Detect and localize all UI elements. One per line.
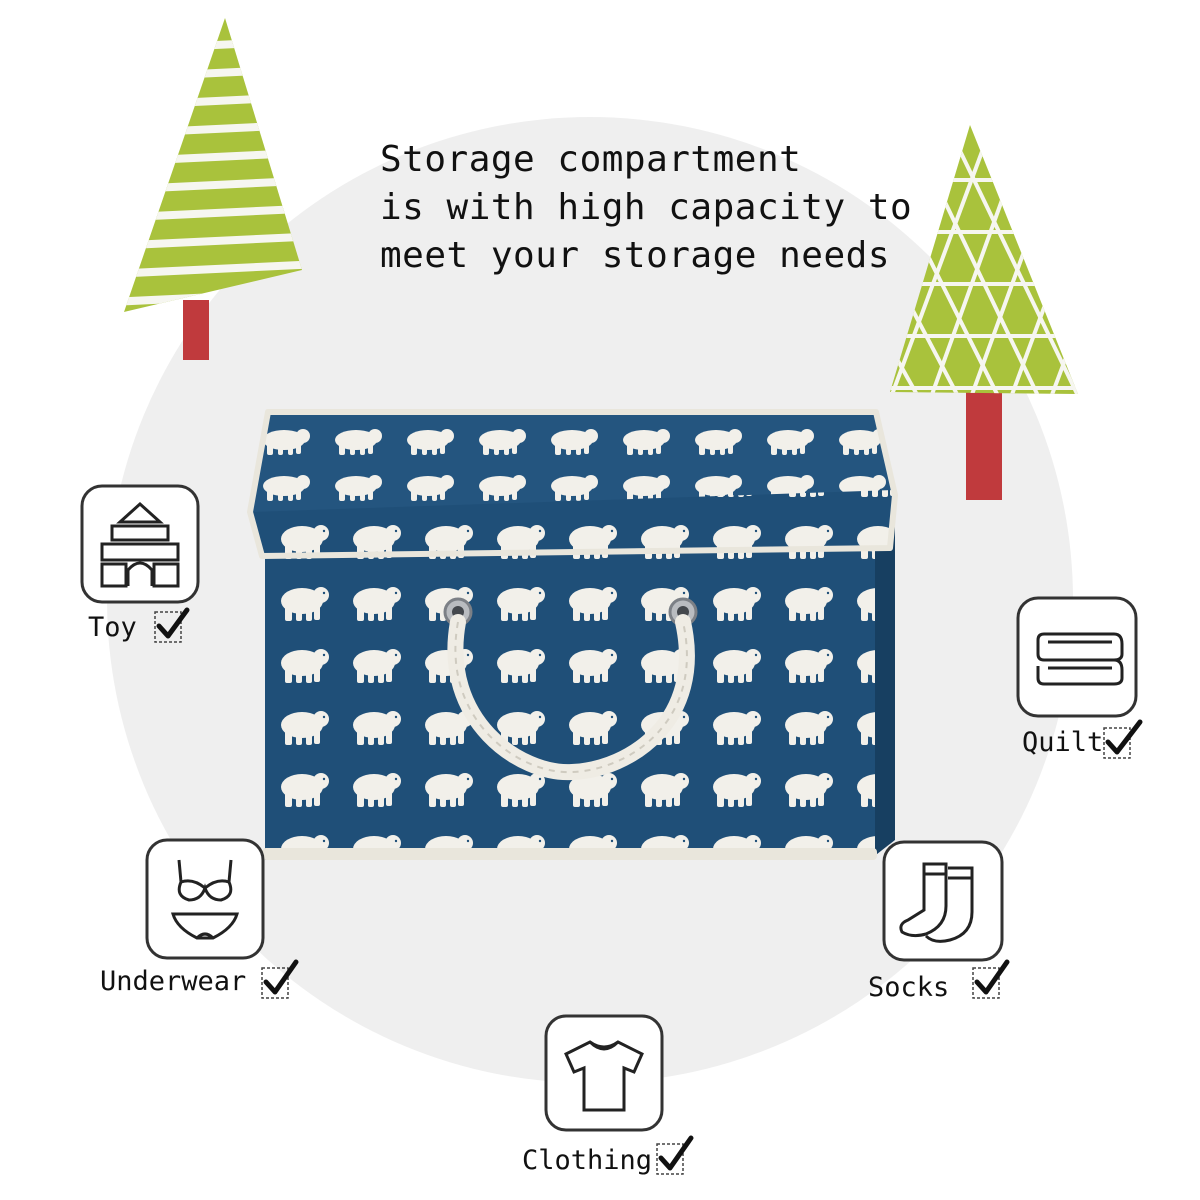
socks-label: Socks <box>868 972 950 1003</box>
storage-box <box>247 409 898 860</box>
bra-underwear-icon <box>145 838 265 960</box>
headline-line-2: is with high capacity to <box>380 187 913 228</box>
quilt-label: Quilt <box>1022 727 1104 758</box>
folded-quilt-icon <box>1016 596 1138 718</box>
toy-label: Toy <box>88 612 137 643</box>
headline-line-1: Storage compartment <box>380 139 802 180</box>
headline-line-3: meet your storage needs <box>380 235 890 276</box>
quilt-check-icon <box>1103 719 1143 759</box>
socks-icon <box>882 840 1004 962</box>
headline-text: Storage compartment is with high capacit… <box>380 136 913 280</box>
underwear-label: Underwear <box>100 966 247 997</box>
box-lid <box>250 412 895 520</box>
blocks-castle-icon <box>80 484 200 604</box>
clothing-check-icon <box>656 1135 694 1175</box>
right-triangle-tree <box>890 125 1078 500</box>
toy-check-icon <box>154 607 190 643</box>
clothing-label: Clothing <box>522 1145 653 1176</box>
tshirt-icon <box>544 1014 664 1132</box>
underwear-check-icon <box>261 959 299 999</box>
socks-check-icon <box>972 959 1010 999</box>
